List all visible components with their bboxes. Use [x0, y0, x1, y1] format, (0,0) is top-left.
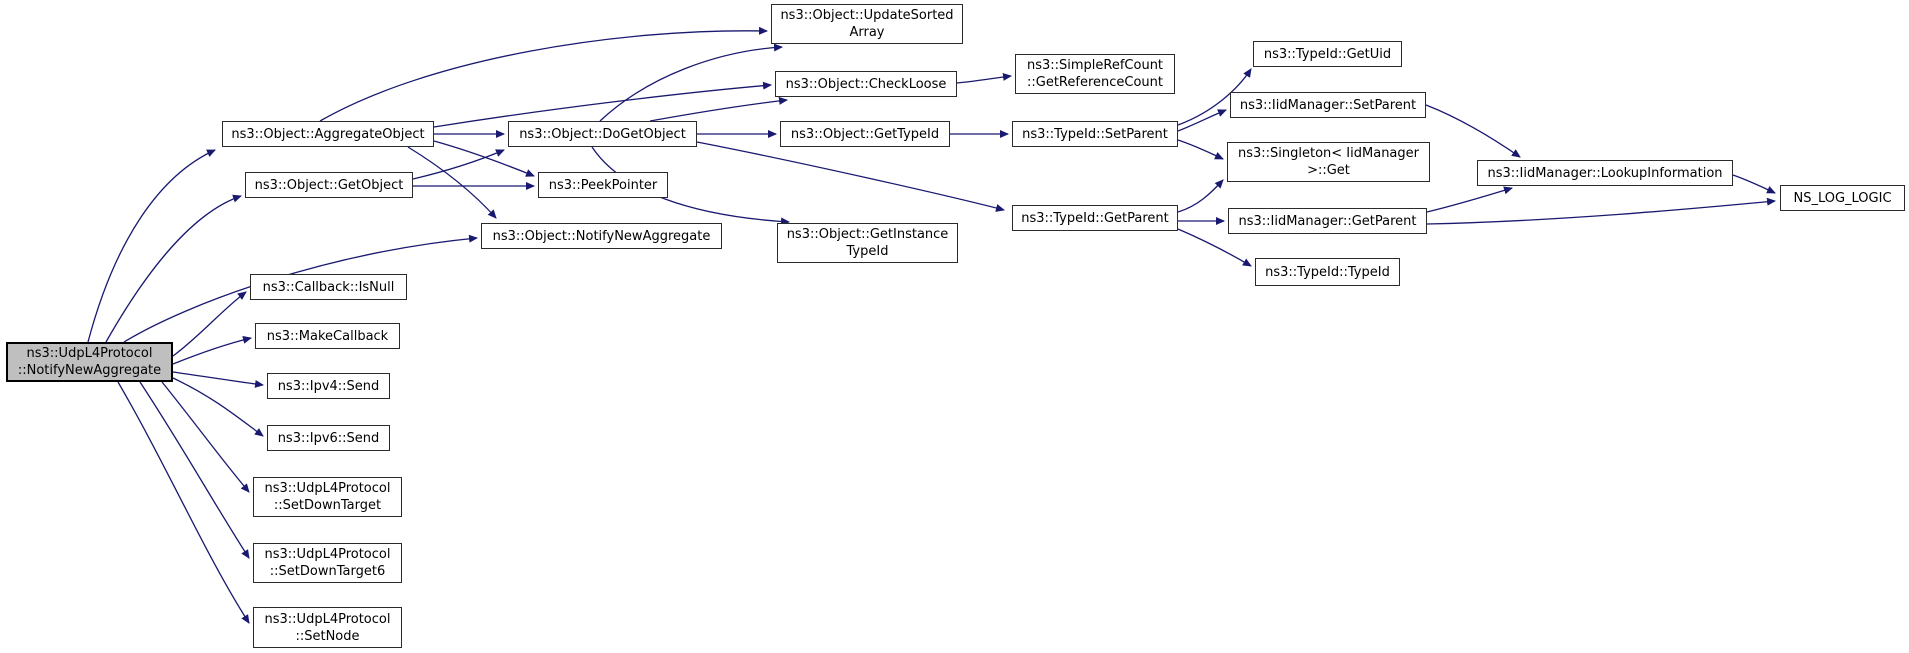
- node-label: NS_LOG_LOGIC: [1793, 190, 1892, 206]
- edge-do-get-object-to-update-sorted-array: [599, 43, 783, 122]
- node-label: ns3::Ipv4::Send: [277, 378, 380, 394]
- node-singleton-iidmanager-get[interactable]: ns3::Singleton< IidManager >::Get: [1227, 142, 1430, 182]
- edge-lookup-information-to-ns-log-logic: [1732, 174, 1776, 194]
- node-label: ns3::UdpL4Protocol: [26, 346, 153, 361]
- edge-main-to-get-object: [105, 194, 242, 343]
- node-udpl4protocol-setdowntarget6[interactable]: ns3::UdpL4Protocol ::SetDownTarget6: [253, 543, 402, 583]
- node-simplerefcount-getreferencecount[interactable]: ns3::SimpleRefCount ::GetReferenceCount: [1015, 54, 1175, 94]
- node-label: ns3::UdpL4Protocol: [264, 481, 391, 496]
- node-label: ns3::Object::DoGetObject: [519, 126, 686, 142]
- edge-iid-get-parent-to-ns-log-logic: [1426, 197, 1776, 225]
- node-label: ns3::TypeId::GetUid: [1263, 46, 1392, 62]
- node-label: ns3::Object::NotifyNewAggregate: [492, 228, 711, 244]
- node-label: ns3::Object::GetObject: [254, 177, 404, 193]
- node-label: ns3::Object::GetInstance: [786, 227, 949, 242]
- node-object-updatesortedarray[interactable]: ns3::Object::UpdateSorted Array: [771, 4, 963, 44]
- node-udpl4protocol-setnode[interactable]: ns3::UdpL4Protocol ::SetNode: [253, 607, 402, 648]
- edge-main-to-make-callback: [172, 335, 252, 365]
- node-ns-log-logic[interactable]: NS_LOG_LOGIC: [1780, 185, 1905, 211]
- node-typeid-getuid[interactable]: ns3::TypeId::GetUid: [1253, 41, 1402, 67]
- node-udpl4protocol-notifynewaggregate: ns3::UdpL4Protocol ::NotifyNewAggregate: [6, 342, 173, 382]
- node-label: ns3::TypeId::TypeId: [1265, 264, 1390, 280]
- node-label: ::NotifyNewAggregate: [17, 363, 162, 378]
- node-object-notifynewaggregate[interactable]: ns3::Object::NotifyNewAggregate: [481, 223, 722, 249]
- node-iidmanager-lookupinformation[interactable]: ns3::IidManager::LookupInformation: [1477, 160, 1733, 186]
- node-object-aggregateobject[interactable]: ns3::Object::AggregateObject: [222, 121, 434, 147]
- node-object-gettypeid[interactable]: ns3::Object::GetTypeId: [780, 121, 950, 147]
- node-callback-isnull[interactable]: ns3::Callback::IsNull: [250, 274, 407, 300]
- node-typeid-setparent[interactable]: ns3::TypeId::SetParent: [1012, 121, 1178, 147]
- node-label: ns3::MakeCallback: [266, 328, 389, 344]
- node-object-getobject[interactable]: ns3::Object::GetObject: [245, 172, 413, 198]
- node-ipv6-send[interactable]: ns3::Ipv6::Send: [267, 425, 390, 451]
- node-label: TypeId: [846, 244, 889, 259]
- edge-check-loose-to-get-reference-count: [956, 72, 1012, 84]
- node-makecallback[interactable]: ns3::MakeCallback: [255, 323, 400, 349]
- edge-type-id-get-parent-to-singleton-get: [1177, 179, 1224, 213]
- edge-main-to-set-down-target6: [139, 381, 250, 559]
- node-label: ns3::PeekPointer: [548, 177, 658, 193]
- edge-main-to-ipv6-send: [172, 377, 264, 437]
- node-object-dogetobject[interactable]: ns3::Object::DoGetObject: [508, 121, 697, 147]
- node-label: ns3::UdpL4Protocol: [264, 547, 391, 562]
- node-object-checkloose[interactable]: ns3::Object::CheckLoose: [775, 71, 957, 97]
- edge-iid-get-parent-to-lookup-information: [1426, 186, 1513, 213]
- edge-main-to-callback-is-null: [172, 291, 247, 357]
- node-iidmanager-setparent[interactable]: ns3::IidManager::SetParent: [1230, 92, 1426, 118]
- edge-main-to-set-down-target: [161, 381, 250, 493]
- node-label: ns3::Callback::IsNull: [262, 279, 395, 295]
- node-label: ns3::TypeId::SetParent: [1022, 126, 1168, 142]
- edge-type-id-set-parent-to-singleton-get: [1177, 139, 1224, 160]
- node-typeid-getparent[interactable]: ns3::TypeId::GetParent: [1012, 205, 1178, 231]
- node-label: ns3::TypeId::GetParent: [1021, 210, 1169, 226]
- node-label: ns3::SimpleRefCount: [1026, 58, 1164, 73]
- edge-main-to-aggregate-object: [87, 149, 216, 343]
- node-label: ::SetDownTarget: [273, 498, 382, 513]
- node-label: Array: [849, 25, 885, 40]
- edge-aggregate-object-to-update-sorted-array: [319, 26, 768, 122]
- node-label: ns3::IidManager::GetParent: [1238, 213, 1417, 229]
- node-label: ns3::Object::CheckLoose: [785, 76, 947, 92]
- edge-main-to-ipv4-send: [172, 371, 264, 388]
- edge-type-id-get-parent-to-type-id-type-id: [1177, 228, 1252, 267]
- node-iidmanager-getparent[interactable]: ns3::IidManager::GetParent: [1228, 208, 1427, 234]
- edge-type-id-set-parent-to-get-uid: [1177, 68, 1252, 126]
- node-peekpointer[interactable]: ns3::PeekPointer: [538, 172, 668, 198]
- node-label: ns3::IidManager::SetParent: [1239, 97, 1417, 113]
- node-typeid-typeid[interactable]: ns3::TypeId::TypeId: [1255, 258, 1400, 286]
- edge-do-get-object-to-check-loose: [649, 96, 788, 122]
- node-label: ns3::Ipv6::Send: [277, 430, 380, 446]
- edge-get-object-to-do-get-object: [412, 149, 505, 180]
- edge-aggregate-object-to-object-notify-new-aggregate: [407, 146, 497, 219]
- node-ipv4-send[interactable]: ns3::Ipv4::Send: [267, 373, 390, 399]
- node-label: ::GetReferenceCount: [1027, 75, 1163, 90]
- node-object-getinstancetypeid[interactable]: ns3::Object::GetInstance TypeId: [777, 223, 958, 263]
- node-label: ns3::IidManager::LookupInformation: [1487, 165, 1723, 181]
- node-label: ::SetNode: [295, 628, 360, 644]
- node-label: ns3::Object::UpdateSorted: [780, 8, 954, 23]
- node-label: >::Get: [1307, 163, 1350, 178]
- edge-main-to-set-node: [117, 381, 250, 624]
- node-label: ns3::Singleton< IidManager: [1237, 146, 1419, 161]
- node-udpl4protocol-setdowntarget[interactable]: ns3::UdpL4Protocol ::SetDownTarget: [253, 477, 402, 517]
- edge-aggregate-object-to-check-loose: [433, 81, 772, 128]
- edge-iid-set-parent-to-lookup-information: [1425, 104, 1521, 158]
- node-label: ns3::Object::GetTypeId: [790, 126, 940, 142]
- edge-type-id-set-parent-to-iid-set-parent: [1177, 109, 1227, 132]
- node-label: ::SetDownTarget6: [269, 564, 386, 579]
- edge-do-get-object-to-type-id-get-parent: [696, 141, 1005, 212]
- node-label: ns3::UdpL4Protocol: [264, 611, 391, 627]
- node-label: ns3::Object::AggregateObject: [231, 126, 425, 142]
- edge-do-get-object-to-get-instance-type-id: [591, 146, 790, 226]
